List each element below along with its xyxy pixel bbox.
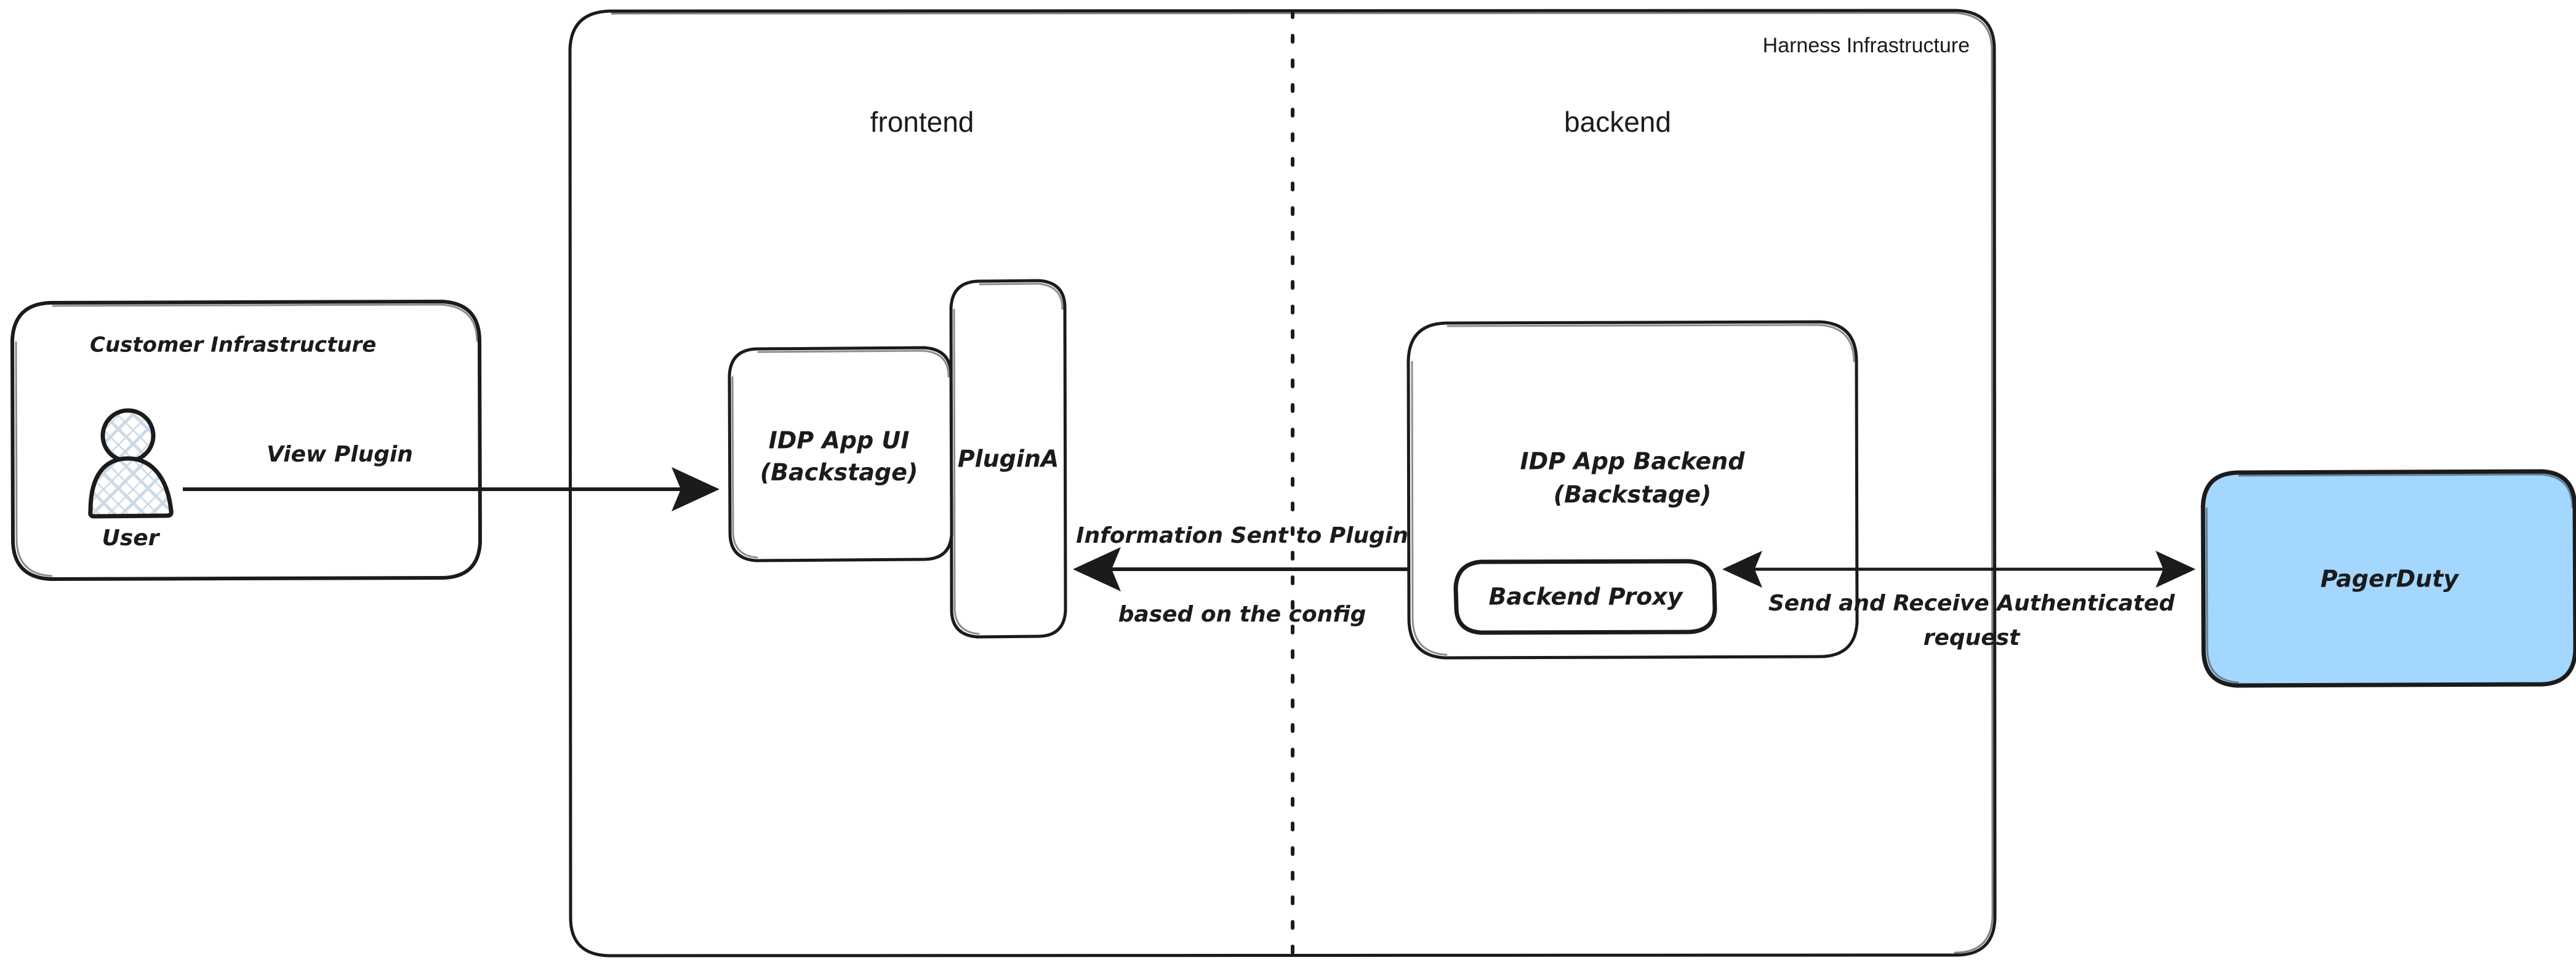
group-customer-infrastructure[interactable]: Customer Infrastructure <box>10 299 483 582</box>
node-label-pagerduty: PagerDuty <box>2321 566 2460 593</box>
node-idp-app-backend-shape-sketch <box>1411 324 1855 656</box>
node-plugin-a-shape-sketch <box>953 282 1064 635</box>
node-label-backend-proxy: Backend Proxy <box>1488 583 1683 610</box>
edge-label-information-sent-line2: based on the config <box>1118 602 1366 627</box>
node-label-idp-app-ui-line2: (Backstage) <box>760 459 918 486</box>
node-label-idp-app-backend-line1: IDP App Backend <box>1520 448 1746 475</box>
edge-label-information-sent-line1: Information Sent to Plugin <box>1076 523 1408 548</box>
node-pagerduty[interactable]: PagerDuty <box>2201 469 2576 688</box>
node-idp-app-ui-shape <box>728 346 953 562</box>
harness-infrastructure-border <box>568 9 1997 958</box>
node-pagerduty-shape-sketch <box>2205 473 2574 684</box>
edge-label-authenticated-request-line2: request <box>1924 625 2021 650</box>
actor-user[interactable]: User <box>88 408 174 551</box>
person-actor-icon <box>88 408 174 519</box>
harness-infrastructure-border-sketch <box>611 12 1994 954</box>
edge-proxy-to-pagerduty[interactable]: Send and Receive Authenticated request <box>1722 551 2196 650</box>
node-backend-proxy-shape <box>1453 559 1717 635</box>
node-idp-app-ui[interactable]: IDP App UI (Backstage) <box>728 346 953 562</box>
edge-label-authenticated-request-line1: Send and Receive Authenticated <box>1768 591 2176 616</box>
node-pagerduty-shape <box>2201 469 2576 688</box>
customer-infrastructure-border-sketch <box>15 303 478 577</box>
node-plugin-a[interactable]: PluginA <box>949 279 1067 639</box>
node-label-plugin-a: PluginA <box>958 446 1059 473</box>
node-plugin-a-shape <box>949 279 1067 639</box>
group-harness-infrastructure[interactable]: Harness Infrastructure <box>568 9 1997 958</box>
lane-label-frontend: frontend <box>870 106 974 138</box>
node-label-idp-app-backend-line2: (Backstage) <box>1554 481 1712 508</box>
edge-user-to-idp-app-ui[interactable]: View Plugin <box>183 442 720 511</box>
group-label-harness-infrastructure: Harness Infrastructure <box>1763 34 1970 57</box>
actor-label-user: User <box>102 526 161 551</box>
group-label-customer-infrastructure: Customer Infrastructure <box>90 333 376 358</box>
node-idp-app-ui-shape-sketch <box>731 350 950 559</box>
edge-backend-to-plugin[interactable]: Information Sent to Plugin based on the … <box>1073 523 1408 627</box>
lane-label-backend: backend <box>1564 106 1671 138</box>
node-backend-proxy[interactable]: Backend Proxy <box>1453 559 1717 635</box>
node-label-idp-app-ui-line1: IDP App UI <box>769 427 910 454</box>
edge-label-view-plugin: View Plugin <box>267 442 413 467</box>
